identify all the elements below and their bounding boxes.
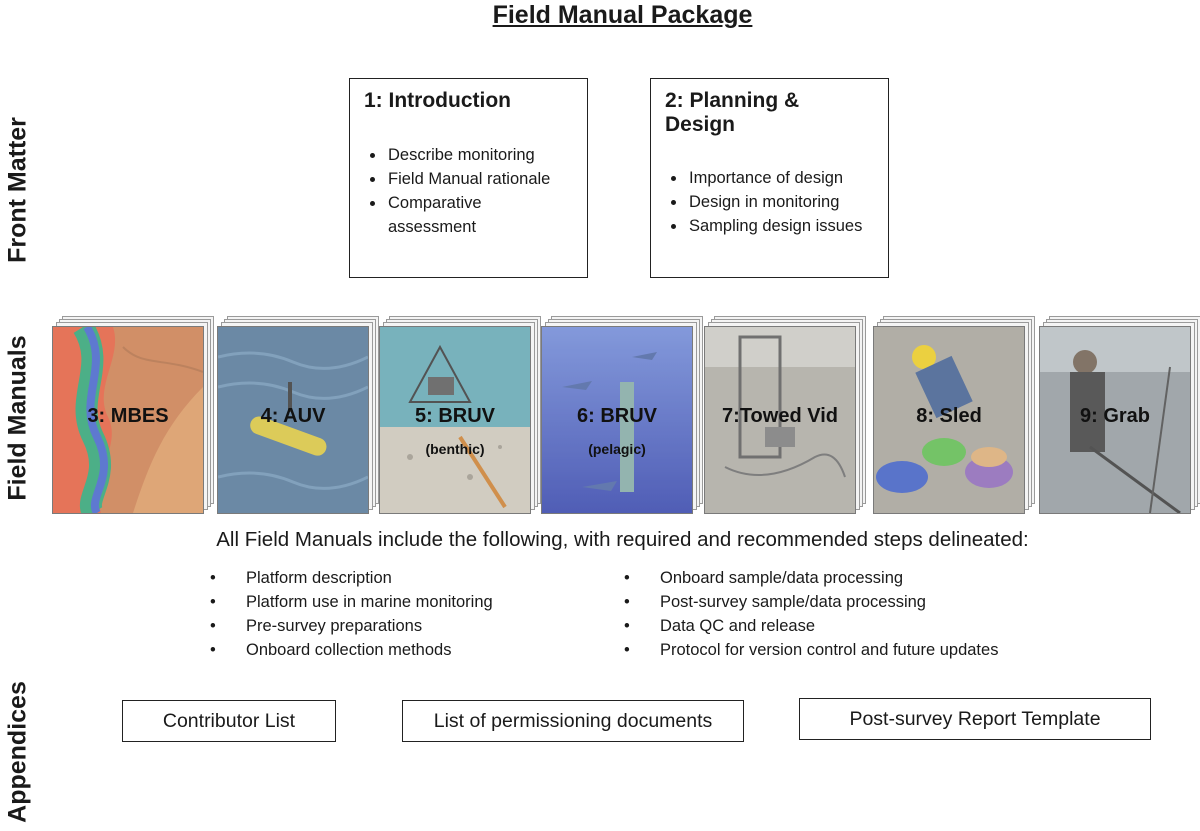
section-label-field-manuals: Field Manuals [3, 335, 32, 501]
benthic-camera-frame-icon: 5: BRUV (benthic) [379, 326, 531, 514]
introduction-title: 1: Introduction [364, 89, 511, 112]
list-item: Design in monitoring [687, 190, 874, 214]
appendix-permissioning-documents: List of permissioning documents [402, 700, 744, 742]
introduction-list: Describe monitoring Field Manual rationa… [364, 143, 573, 239]
manual-bruv-benthic: 5: BRUV (benthic) [379, 316, 541, 514]
introduction-box: 1: Introduction Describe monitoring Fiel… [349, 78, 588, 278]
manual-grab: 9: Grab [1039, 316, 1200, 514]
list-item: Platform use in marine monitoring [208, 590, 493, 614]
manual-sublabel: (benthic) [425, 441, 485, 457]
manual-towed-video: 7:Towed Vid [704, 316, 866, 514]
page-title: Field Manual Package [492, 1, 753, 29]
planning-design-list: Importance of design Design in monitorin… [665, 166, 874, 238]
appendix-report-template: Post-survey Report Template [799, 698, 1151, 740]
list-item: Data QC and release [622, 614, 998, 638]
manual-label: 6: BRUV [576, 405, 657, 427]
section-label-front-matter: Front Matter [3, 117, 32, 263]
manual-sled: 8: Sled [873, 316, 1035, 514]
includes-list-right: Onboard sample/data processing Post-surv… [622, 566, 998, 662]
manual-sublabel: (pelagic) [588, 441, 646, 457]
manual-mbes: 3: MBES [52, 316, 214, 514]
planning-design-box: 2: Planning & Design Importance of desig… [650, 78, 889, 278]
list-item: Onboard sample/data processing [622, 566, 998, 590]
bathymetry-map-icon: 3: MBES [52, 326, 204, 514]
manual-label: 9: Grab [1079, 405, 1151, 427]
manual-label: 3: MBES [87, 405, 169, 427]
list-item: Post-survey sample/data processing [622, 590, 998, 614]
list-item: Platform description [208, 566, 493, 590]
includes-intro: All Field Manuals include the following,… [216, 528, 1029, 551]
list-item: Describe monitoring [386, 143, 573, 167]
towed-video-frame-icon: 7:Towed Vid [704, 326, 856, 514]
list-item: Comparative assessment [386, 191, 573, 239]
list-item: Field Manual rationale [386, 167, 573, 191]
manual-bruv-pelagic: 6: BRUV (pelagic) [541, 316, 703, 514]
auv-underwater-icon: 4: AUV [217, 326, 369, 514]
list-item: Sampling design issues [687, 214, 874, 238]
list-item: Importance of design [687, 166, 874, 190]
includes-list-left: Platform description Platform use in mar… [208, 566, 493, 662]
pelagic-sharks-icon: 6: BRUV (pelagic) [541, 326, 693, 514]
manual-label: 4: AUV [260, 405, 326, 427]
planning-design-title: 2: Planning & Design [665, 89, 800, 136]
manual-label: 7:Towed Vid [722, 405, 838, 427]
manual-label: 8: Sled [916, 405, 982, 427]
grab-sampler-boat-icon: 9: Grab [1039, 326, 1191, 514]
list-item: Onboard collection methods [208, 638, 493, 662]
sled-samples-tubs-icon: 8: Sled [873, 326, 1025, 514]
manual-label: 5: BRUV [414, 405, 495, 427]
manual-auv: 4: AUV [217, 316, 379, 514]
list-item: Pre-survey preparations [208, 614, 493, 638]
section-label-appendices: Appendices [3, 681, 32, 823]
appendix-contributor-list: Contributor List [122, 700, 336, 742]
list-item: Protocol for version control and future … [622, 638, 998, 662]
